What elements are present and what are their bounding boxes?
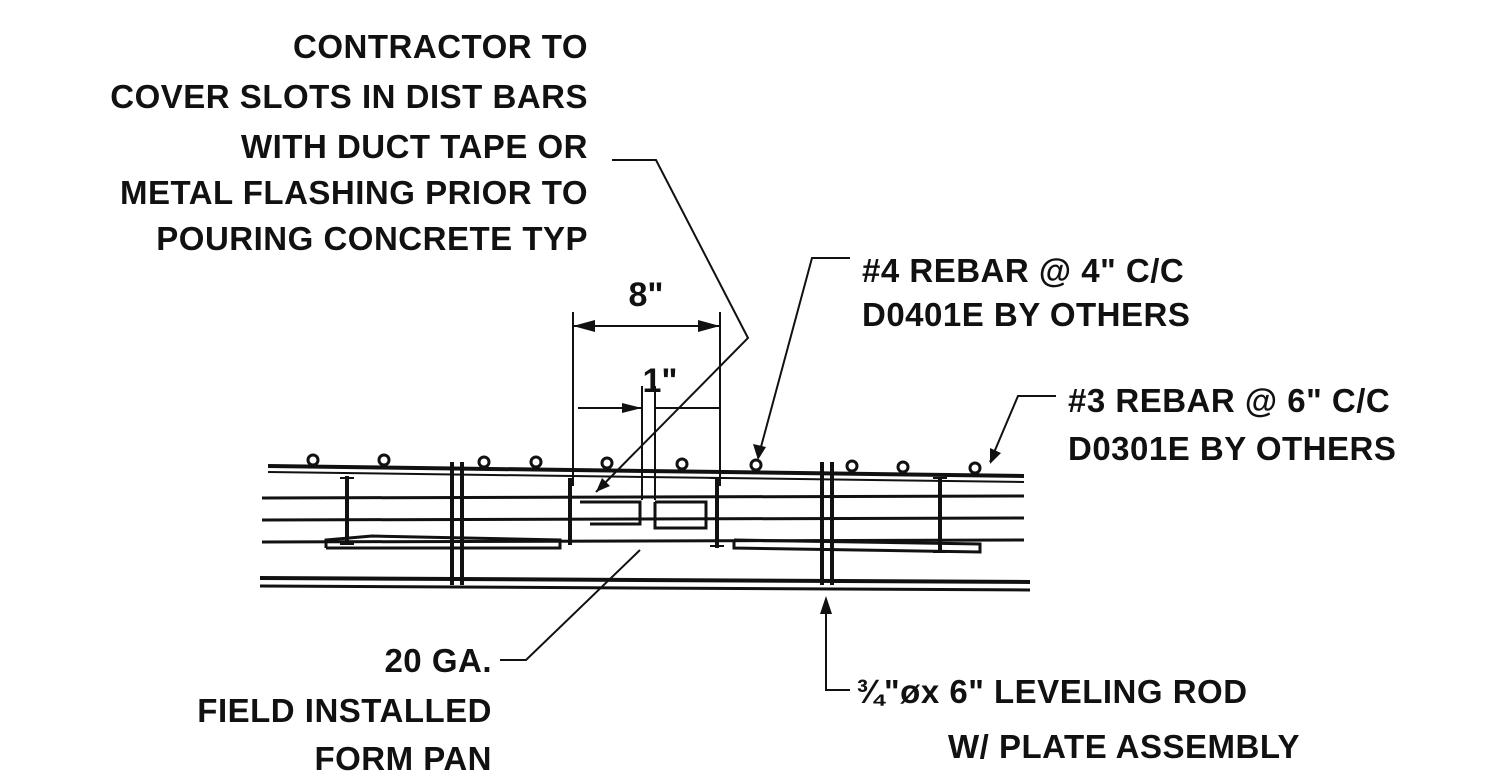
leader-lines [500,159,1056,691]
contractor-note-line: WITH DUCT TAPE OR [241,128,588,165]
rebar-dot [845,459,859,473]
leveling-rod-note-line: W/ PLATE ASSEMBLY [948,728,1300,765]
rebar-dots [306,453,982,475]
contractor-note-line: COVER SLOTS IN DIST BARS [110,78,588,115]
rebar-dot [749,458,763,472]
rebar3-note-line: D0301E BY OTHERS [1068,430,1396,467]
leveling-rod-note-line: ¾"øx 6" LEVELING ROD [856,673,1248,710]
rebar-dot [675,457,689,471]
rebar4-note: #4 REBAR @ 4" C/C D0401E BY OTHERS [862,252,1190,333]
rebar4-note-line: #4 REBAR @ 4" C/C [862,252,1184,289]
rebar4-note-line: D0401E BY OTHERS [862,296,1190,333]
slab-section [259,464,1031,592]
contractor-note-line: POURING CONCRETE TYP [156,220,588,257]
rebar-dot [306,453,320,467]
form-pan-note-line: 20 GA. [384,642,492,679]
rebar3-note: #3 REBAR @ 6" C/C D0301E BY OTHERS [1068,382,1396,467]
contractor-note-line: CONTRACTOR TO [293,28,588,65]
rebar3-note-line: #3 REBAR @ 6" C/C [1068,382,1390,419]
dimension-8in-label: 8" [628,276,663,314]
dimension-8in: 8" [572,276,721,486]
rebar-dot [477,455,491,469]
rebar-dot [377,453,391,467]
dimension-1in-label: 1" [642,362,677,400]
form-pan-note: 20 GA. FIELD INSTALLED FORM PAN [197,642,492,777]
rebar-dot [529,455,543,469]
contractor-note-line: METAL FLASHING PRIOR TO [120,174,588,211]
distribution-bars [340,462,947,585]
dimension-1in: 1" [578,362,720,500]
form-pan-note-line: FORM PAN [314,740,492,777]
rebar-dot [600,456,614,470]
contractor-note: CONTRACTOR TO COVER SLOTS IN DIST BARS W… [110,28,588,257]
form-pan [324,500,982,554]
leveling-rod-note: ¾"øx 6" LEVELING ROD W/ PLATE ASSEMBLY [856,673,1300,765]
rebar-dot [968,461,982,475]
rebar-dot [896,460,910,474]
form-pan-note-line: FIELD INSTALLED [197,692,492,729]
